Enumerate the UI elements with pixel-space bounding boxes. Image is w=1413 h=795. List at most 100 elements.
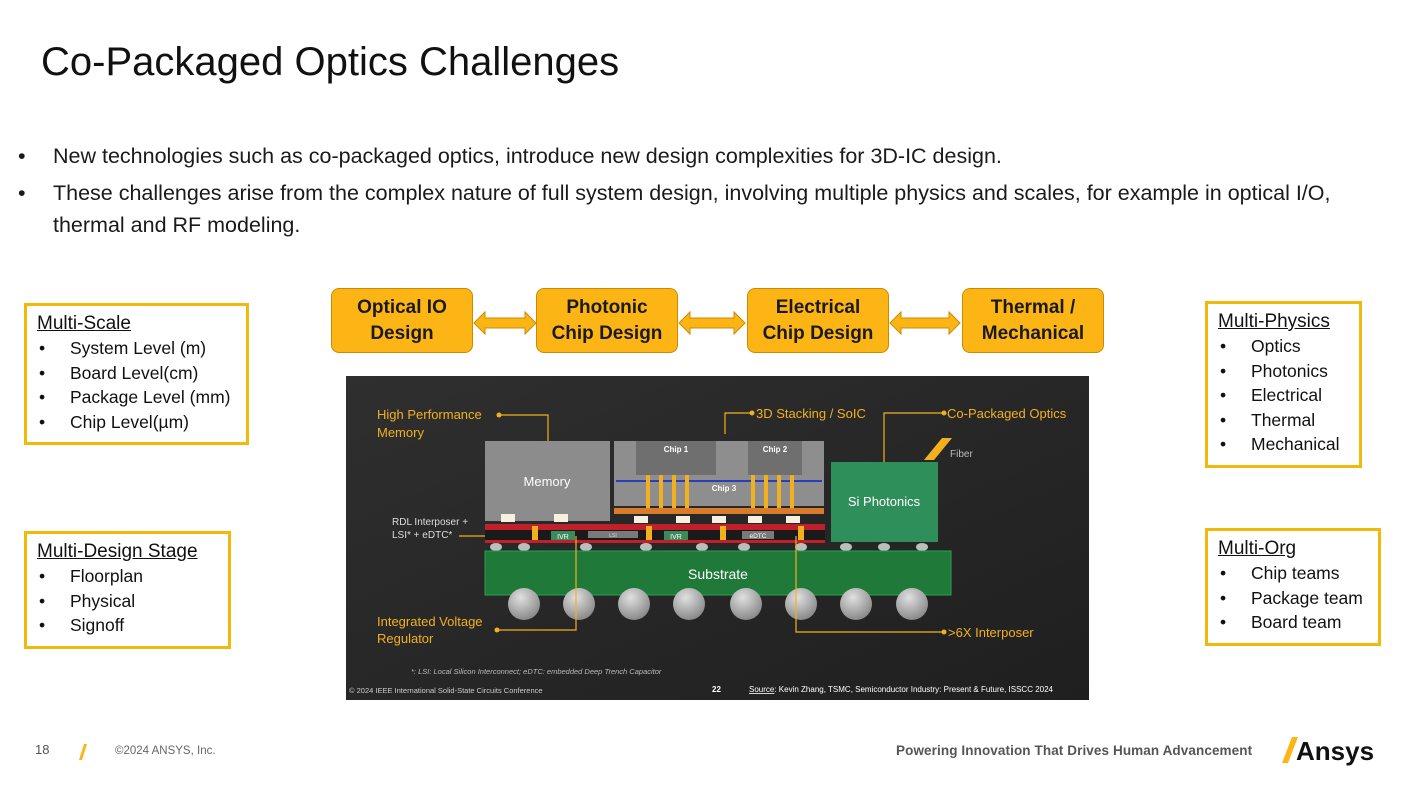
tsv-pillars xyxy=(646,475,794,508)
multi-scale-box: Multi-Scale •System Level (m) •Board Lev… xyxy=(24,303,249,445)
chip3-label: Chip 3 xyxy=(712,484,737,493)
figure-footnote: *: LSI: Local Silicon Interconnect; eDTC… xyxy=(411,667,662,676)
tagline: Powering Innovation That Drives Human Ad… xyxy=(896,743,1253,758)
rdl-vias xyxy=(532,526,804,540)
box-item: •Board Level(cm) xyxy=(39,362,199,383)
bullet-item: •These challenges arise from the complex… xyxy=(18,181,1331,237)
box-heading: Multi-Design Stage xyxy=(37,541,198,562)
fiber-icon xyxy=(924,438,952,460)
ieee-copyright: © 2024 IEEE International Solid-State Ci… xyxy=(349,686,543,695)
tsv-layer xyxy=(614,508,824,514)
box-item: •Photonics xyxy=(1220,360,1328,381)
flow-step-line: Photonic xyxy=(566,296,648,318)
box-item: •Thermal xyxy=(1220,409,1316,430)
chip1-block xyxy=(636,441,716,475)
double-arrow-icon xyxy=(473,310,537,336)
flow-step-line: Chip Design xyxy=(762,322,874,344)
multi-physics-box: Multi-Physics •Optics •Photonics •Electr… xyxy=(1205,301,1362,468)
box-item: •Floorplan xyxy=(39,566,143,586)
micro-bumps xyxy=(501,514,800,523)
flow-step-thermal-mechanical: Thermal / Mechanical xyxy=(962,288,1104,353)
page-number: 18 xyxy=(35,742,50,757)
ivr-label: IVR xyxy=(557,534,569,541)
flow-step-line: Electrical xyxy=(775,296,861,318)
rdl-label: RDL Interposer + xyxy=(392,517,468,528)
chip1-label: Chip 1 xyxy=(664,445,689,454)
leader-dot xyxy=(941,629,947,635)
bullet-text: New technologies such as co-packaged opt… xyxy=(53,144,1002,168)
leader-dot xyxy=(941,410,947,416)
multi-org-box: Multi-Org •Chip teams •Package team •Boa… xyxy=(1205,528,1381,646)
c4-bumps xyxy=(490,543,928,551)
fiber-label: Fiber xyxy=(950,449,973,460)
edtc-label: eDTC xyxy=(750,533,767,540)
figure-page-number: 22 xyxy=(712,685,721,694)
leader-dot xyxy=(496,412,502,418)
bga-balls xyxy=(508,588,928,620)
ivr-regulator-label: Integrated Voltage xyxy=(377,614,483,629)
memory-block xyxy=(485,441,610,521)
leader-dot xyxy=(494,627,500,633)
box-item: •Mechanical xyxy=(1220,434,1340,454)
flow-step-line: Mechanical xyxy=(981,322,1085,344)
interposer-label: >6X Interposer xyxy=(948,625,1034,640)
si-photonics-block xyxy=(831,462,938,542)
leader-dot xyxy=(749,410,755,416)
lsi-label: LSI xyxy=(609,533,617,539)
bullet-text: These challenges arise from the complex … xyxy=(53,181,1331,237)
copyright-text: ©2024 ANSYS, Inc. xyxy=(115,745,216,757)
flow-step-line: Thermal / xyxy=(990,296,1076,318)
ansys-logo: Ansys xyxy=(1282,736,1374,766)
box-item: •Package Level (mm) xyxy=(39,387,231,407)
leader-lines xyxy=(459,412,944,633)
lsi-chip xyxy=(588,531,638,538)
chip2-label: Chip 2 xyxy=(763,445,788,454)
box-item: •Package team xyxy=(1220,587,1363,608)
flow-step-optical-io: Optical IO Design xyxy=(331,288,473,353)
box-item: •System Level (m) xyxy=(39,338,207,358)
memory-label: Memory xyxy=(524,474,571,489)
box-item: •Board team xyxy=(1220,612,1342,632)
svg-text:Ansys: Ansys xyxy=(1296,736,1374,766)
multi-design-stage-box: Multi-Design Stage •Floorplan •Physical … xyxy=(24,531,231,649)
substrate-block xyxy=(484,550,952,596)
ivr-chip xyxy=(551,531,575,540)
slide-title: Co-Packaged Optics Challenges xyxy=(41,40,620,84)
flow-step-line: Design xyxy=(370,322,434,344)
double-arrow-icon xyxy=(889,310,961,336)
figure-source: Source: Kevin Zhang, TSMC, Semiconductor… xyxy=(749,685,1054,694)
rdl-interposer xyxy=(485,530,825,540)
bullet-item: •New technologies such as co-packaged op… xyxy=(18,144,1002,168)
box-item: •Chip Level(µm) xyxy=(39,411,190,432)
rdl-interposer-bottom xyxy=(485,540,825,543)
box-item: •Signoff xyxy=(39,615,125,635)
box-item: •Optics xyxy=(1220,336,1301,356)
flow-step-line: Chip Design xyxy=(551,322,663,344)
chip2-block xyxy=(748,441,802,475)
box-heading: Multi-Physics xyxy=(1218,311,1330,332)
edtc-chip xyxy=(742,531,774,539)
box-heading: Multi-Scale xyxy=(37,313,131,334)
hpm-label: Memory xyxy=(377,425,424,440)
cpo-package-diagram: Memory Chip 1 Chip 2 Chip 3 Si Photonics… xyxy=(346,376,1089,700)
flow-step-line: Optical IO xyxy=(357,296,447,318)
ivr-regulator-label: Regulator xyxy=(377,631,434,646)
substrate-label: Substrate xyxy=(688,566,748,582)
box-heading: Multi-Org xyxy=(1218,538,1297,559)
bullet-list: •New technologies such as co-packaged op… xyxy=(18,140,1388,246)
rdl-interposer-top xyxy=(485,524,825,530)
slash-mark-icon xyxy=(79,744,87,760)
rdl-label: LSI* + eDTC* xyxy=(392,530,452,541)
double-arrow-icon xyxy=(678,310,746,336)
ivr-label: IVR xyxy=(670,534,682,541)
stacking-label: 3D Stacking / SoIC xyxy=(756,406,866,421)
box-item: •Physical xyxy=(39,590,136,611)
box-item: •Electrical xyxy=(1220,385,1322,405)
ivr-chip xyxy=(664,531,688,540)
si-photonics-label: Si Photonics xyxy=(848,494,921,509)
box-item: •Chip teams xyxy=(1220,563,1340,583)
cpo-label: Co-Packaged Optics xyxy=(947,406,1067,421)
hpm-label: High Performance xyxy=(377,407,482,422)
